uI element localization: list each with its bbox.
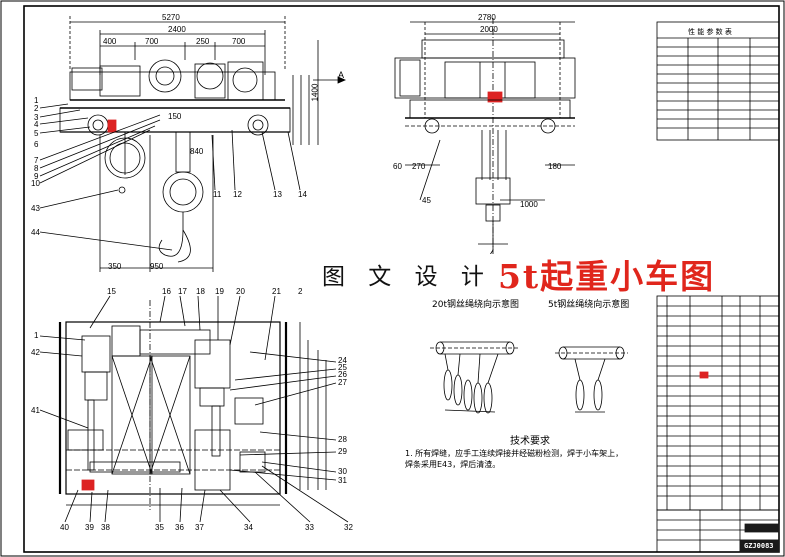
callout-1b: 1 bbox=[34, 331, 39, 340]
dim-150: 150 bbox=[168, 112, 182, 121]
plan-view bbox=[39, 295, 349, 523]
callout-8: 8 bbox=[34, 164, 39, 173]
front-elevation-view bbox=[39, 16, 347, 272]
dim-250: 250 bbox=[196, 37, 210, 46]
callout-27: 27 bbox=[338, 378, 347, 387]
parts-list bbox=[656, 295, 780, 511]
callout-5: 5 bbox=[34, 129, 39, 138]
callout-15: 15 bbox=[107, 287, 116, 296]
dim-400: 400 bbox=[103, 37, 117, 46]
callout-45: 45 bbox=[422, 196, 431, 205]
rope-reeving-20t-diagram bbox=[430, 341, 520, 414]
drawing-number: GZJ0083 bbox=[744, 542, 774, 550]
callout-11: 11 bbox=[213, 190, 222, 199]
rope-20t-caption: 20t钢丝绳绕向示意图 bbox=[432, 300, 519, 310]
dim-700a: 700 bbox=[145, 37, 159, 46]
callout-6: 6 bbox=[34, 140, 39, 149]
callout-26: 26 bbox=[338, 370, 347, 379]
callout-1: 1 bbox=[34, 96, 39, 105]
dim-1400: 1400 bbox=[310, 83, 320, 102]
parameter-table-title: 性 能 参 数 表 bbox=[688, 28, 732, 36]
callout-30: 30 bbox=[338, 467, 347, 476]
dim-top-right: 2780 bbox=[478, 13, 496, 22]
callout-9: 9 bbox=[34, 172, 39, 181]
dim-60: 60 bbox=[393, 162, 402, 171]
callout-16: 16 bbox=[162, 287, 171, 296]
callout-34: 34 bbox=[244, 523, 253, 532]
side-elevation-view bbox=[394, 18, 576, 262]
callout-25: 25 bbox=[338, 363, 347, 372]
callout-7: 7 bbox=[34, 156, 39, 165]
callout-39: 39 bbox=[85, 523, 94, 532]
callout-4: 4 bbox=[34, 120, 39, 129]
callout-44: 44 bbox=[31, 228, 40, 237]
callout-41: 41 bbox=[31, 406, 40, 415]
watermark-banner: 图 文 设 计 5t起重小车图 bbox=[322, 254, 778, 296]
tech-requirement-line-1: 1. 所有焊缝，应手工连续焊接并经磁粉检测，焊于小车架上， bbox=[405, 449, 624, 458]
tech-requirements-title: 技术要求 bbox=[510, 436, 550, 447]
callout-17: 17 bbox=[178, 287, 187, 296]
callout-35: 35 bbox=[155, 523, 164, 532]
dim-1000: 1000 bbox=[520, 200, 538, 209]
callout-13: 13 bbox=[273, 190, 282, 199]
dim-840: 840 bbox=[190, 147, 204, 156]
dim-180: 180 bbox=[548, 162, 562, 171]
callout-19: 19 bbox=[215, 287, 224, 296]
callout-37: 37 bbox=[195, 523, 204, 532]
callout-24: 24 bbox=[338, 356, 347, 365]
callout-31: 31 bbox=[338, 476, 347, 485]
callout-29: 29 bbox=[338, 447, 347, 456]
dim-270: 270 bbox=[412, 162, 426, 171]
callout-3: 3 bbox=[34, 113, 39, 122]
rope-reeving-5t-diagram bbox=[555, 346, 628, 413]
callout-40: 40 bbox=[60, 523, 69, 532]
dim-overall: 5270 bbox=[162, 13, 180, 22]
section-mark: A bbox=[338, 70, 345, 80]
parameter-table bbox=[656, 21, 780, 141]
title-block bbox=[656, 509, 780, 553]
dim-700b: 700 bbox=[232, 37, 246, 46]
inner-border bbox=[23, 5, 780, 553]
callout-21: 21 bbox=[272, 287, 281, 296]
callout-14: 14 bbox=[298, 190, 307, 199]
callout-10: 10 bbox=[31, 179, 40, 188]
callout-36: 36 bbox=[175, 523, 184, 532]
dim-950: 950 bbox=[150, 262, 164, 271]
callout-42: 42 bbox=[31, 348, 40, 357]
callout-28: 28 bbox=[338, 435, 347, 444]
banner-gray-text: 图 文 设 计 bbox=[322, 264, 492, 290]
tech-requirement-line-2: 焊条采用E43，焊后清渣。 bbox=[405, 460, 501, 469]
callout-38: 38 bbox=[101, 523, 110, 532]
callout-20: 20 bbox=[236, 287, 245, 296]
callout-2: 2 bbox=[34, 104, 39, 113]
callout-12: 12 bbox=[233, 190, 242, 199]
dim-350: 350 bbox=[108, 262, 122, 271]
rope-5t-caption: 5t钢丝绳绕向示意图 bbox=[548, 300, 630, 310]
callout-32: 32 bbox=[344, 523, 353, 532]
dim-span: 2400 bbox=[168, 25, 186, 34]
banner-title: 5t起重小车图 bbox=[497, 257, 716, 296]
dim-side-width: 2000 bbox=[480, 25, 498, 34]
callout-18: 18 bbox=[196, 287, 205, 296]
callout-43: 43 bbox=[31, 204, 40, 213]
callout-2b: 2 bbox=[298, 287, 303, 296]
callout-33: 33 bbox=[305, 523, 314, 532]
